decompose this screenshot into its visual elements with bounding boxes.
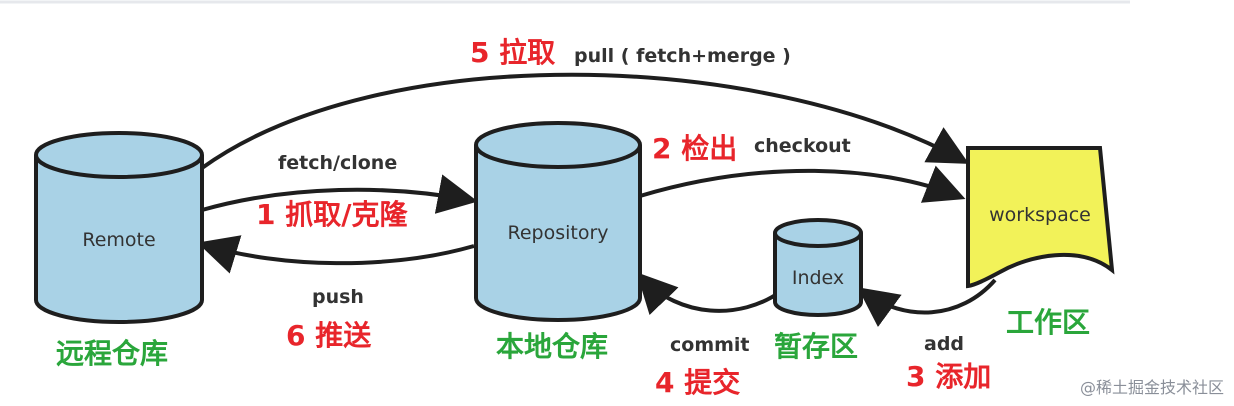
step-1-fetch-clone: 1 抓取/克隆 xyxy=(256,198,408,231)
step-3-add: 3 添加 xyxy=(906,360,991,393)
repository-cylinder: Repository xyxy=(474,121,642,322)
pull-label: pull ( fetch+merge ) xyxy=(574,45,791,67)
repository-caption: 本地仓库 xyxy=(496,330,608,363)
commit-arrow xyxy=(636,272,782,315)
commit-label: commit xyxy=(670,334,750,356)
push-arrow xyxy=(197,235,475,274)
step-5-pull: 5 拉取 xyxy=(470,36,555,69)
step-6-push: 6 推送 xyxy=(286,319,371,352)
add-label: add xyxy=(924,333,964,355)
step-4-commit: 4 提交 xyxy=(655,366,740,399)
index-caption: 暂存区 xyxy=(774,330,858,363)
remote-label: Remote xyxy=(82,229,155,251)
checkout-label: checkout xyxy=(754,135,851,157)
index-label: Index xyxy=(792,267,844,289)
workspace-document: workspace xyxy=(966,146,1115,289)
remote-cylinder: Remote xyxy=(34,131,204,324)
watermark: @稀土掘金技术社区 xyxy=(1080,378,1224,397)
workspace-label: workspace xyxy=(989,204,1091,226)
repository-label: Repository xyxy=(507,222,608,244)
checkout-arrow xyxy=(639,165,966,203)
push-label: push xyxy=(312,286,364,308)
add-arrow xyxy=(857,278,997,328)
step-2-checkout: 2 检出 xyxy=(652,132,737,165)
remote-caption: 远程仓库 xyxy=(56,337,168,370)
index-cylinder: Index xyxy=(773,218,863,317)
pull-arrow xyxy=(200,72,970,170)
workspace-caption: 工作区 xyxy=(1006,306,1090,339)
fetch-clone-arrow xyxy=(201,174,478,214)
fetch-clone-label: fetch/clone xyxy=(278,152,397,174)
